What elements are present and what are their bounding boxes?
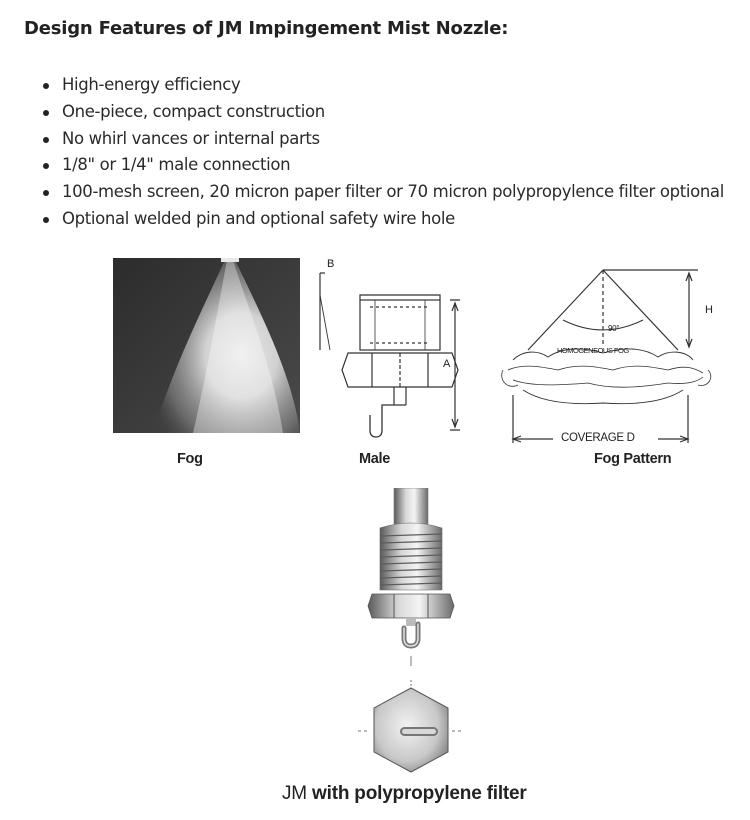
jm-nozzle-side-view	[367, 488, 455, 666]
feature-item: 100-mesh screen, 20 micron paper filter …	[40, 179, 724, 206]
jm-nozzle-end-view	[358, 680, 464, 773]
male-connection-drawing	[319, 272, 460, 438]
dimension-a-label: A	[443, 358, 451, 370]
dimension-b-label: B	[327, 258, 335, 270]
fog-pattern-caption: Fog Pattern	[594, 451, 672, 467]
feature-text: High-energy efficiency	[62, 75, 241, 94]
feature-text: No whirl vances or internal parts	[62, 128, 320, 148]
feature-item: Optional welded pin and optional safety …	[40, 206, 724, 233]
bottom-caption-prefix: JM	[282, 783, 307, 804]
bullet-icon	[43, 136, 49, 143]
bullet-icon	[43, 163, 49, 170]
bullet-icon	[43, 83, 49, 89]
feature-item: One-piece, compact construction	[40, 99, 724, 126]
feature-text: Optional welded pin and optional safety …	[62, 208, 455, 228]
spray-angle-label: 90°	[608, 324, 620, 333]
feature-list: High-energy efficiency One-piece, compac…	[40, 72, 724, 233]
dimension-h-label: H	[705, 304, 713, 316]
fog-spray-photo	[113, 258, 300, 433]
feature-text: 1/8" or 1/4" male connection	[62, 155, 291, 175]
coverage-label: COVERAGE D	[561, 432, 635, 444]
male-caption: Male	[359, 451, 391, 467]
page-heading: Design Features of JM Impingement Mist N…	[24, 18, 509, 39]
bullet-icon	[43, 190, 49, 197]
feature-item: 1/8" or 1/4" male connection	[40, 152, 724, 179]
feature-text: One-piece, compact construction	[62, 101, 325, 121]
nozzle-figure: Fog B A Male	[95, 250, 723, 478]
feature-text: 100-mesh screen, 20 micron paper filter …	[62, 182, 724, 202]
homogeneous-fog-label: HOMOGENEOUS FOG	[557, 346, 629, 355]
bottom-caption: JM with polypropylene filter	[282, 783, 527, 805]
fog-caption: Fog	[177, 451, 203, 467]
bullet-icon	[43, 109, 49, 116]
bullet-icon	[43, 216, 49, 223]
feature-item: No whirl vances or internal parts	[40, 126, 724, 153]
fog-pattern-drawing	[501, 269, 712, 443]
bottom-caption-main: with polypropylene filter	[312, 783, 527, 804]
feature-item: High-energy efficiency	[40, 72, 724, 99]
